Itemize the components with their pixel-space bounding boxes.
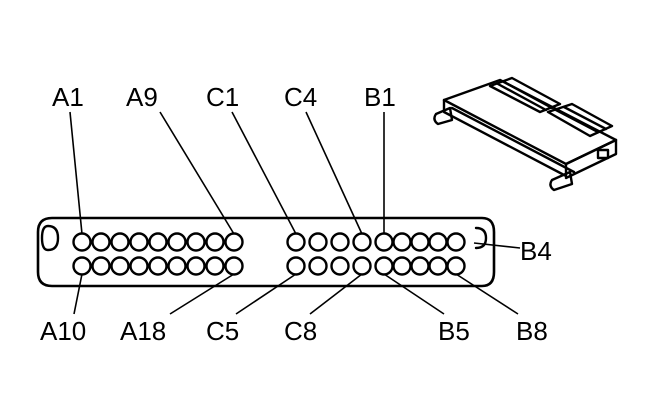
label-b4: B4 bbox=[520, 236, 552, 266]
pin-a-top-8 bbox=[205, 232, 225, 252]
pin-a-bottom-1 bbox=[72, 256, 92, 276]
pin-b-bottom-2 bbox=[392, 256, 412, 276]
iso-rib-2 bbox=[502, 80, 554, 110]
leader-c5 bbox=[235, 273, 297, 315]
connector-right-end bbox=[474, 226, 488, 250]
pin-c-bottom-2 bbox=[308, 256, 328, 276]
leader-a18 bbox=[169, 273, 235, 315]
pin-c-top-3 bbox=[330, 232, 350, 252]
pin-a-top-7 bbox=[186, 232, 206, 252]
label-a18: A18 bbox=[120, 316, 166, 346]
pin-a-top-9 bbox=[224, 232, 244, 252]
iso-rib-4 bbox=[562, 105, 608, 131]
label-a1: A1 bbox=[52, 82, 84, 112]
label-b1: B1 bbox=[364, 82, 396, 112]
pin-a-bottom-5 bbox=[148, 256, 168, 276]
label-c8: C8 bbox=[284, 316, 317, 346]
pin-b-bottom-4 bbox=[428, 256, 448, 276]
label-b8: B8 bbox=[516, 316, 548, 346]
pin-b-top-5 bbox=[446, 232, 466, 252]
connector-body bbox=[36, 216, 496, 288]
pin-b-top-4 bbox=[428, 232, 448, 252]
iso-ridge bbox=[488, 76, 562, 114]
pin-c-top-1 bbox=[286, 232, 306, 252]
pin-row-top bbox=[72, 232, 466, 252]
pin-a-top-4 bbox=[129, 232, 149, 252]
pin-a-top-5 bbox=[148, 232, 168, 252]
label-c4: C4 bbox=[284, 82, 317, 112]
leader-c8 bbox=[309, 273, 363, 315]
pin-c-top-4 bbox=[352, 232, 372, 252]
leader-a1 bbox=[69, 111, 83, 235]
label-b5: B5 bbox=[438, 316, 470, 346]
pin-c-bottom-1 bbox=[286, 256, 306, 276]
leader-c4 bbox=[305, 111, 363, 235]
pin-c-bottom-3 bbox=[330, 256, 350, 276]
pin-a-top-2 bbox=[91, 232, 111, 252]
pin-labels: A1 A9 C1 C4 B1 B4 A10 A18 C5 C8 B5 B8 bbox=[40, 82, 552, 346]
pin-a-bottom-9 bbox=[224, 256, 244, 276]
pin-c-top-2 bbox=[308, 232, 328, 252]
pin-a-top-6 bbox=[167, 232, 187, 252]
iso-edge bbox=[450, 106, 576, 174]
pin-a-bottom-4 bbox=[129, 256, 149, 276]
pin-b-top-3 bbox=[410, 232, 430, 252]
pin-a-bottom-2 bbox=[91, 256, 111, 276]
label-a10: A10 bbox=[40, 316, 86, 346]
pin-a-bottom-6 bbox=[167, 256, 187, 276]
label-c5: C5 bbox=[206, 316, 239, 346]
iso-rib-3 bbox=[554, 108, 600, 134]
connector-isometric-illustration bbox=[433, 76, 618, 192]
leader-a10 bbox=[73, 273, 83, 315]
iso-right-face bbox=[564, 138, 618, 180]
pin-a-bottom-8 bbox=[205, 256, 225, 276]
pin-a-bottom-3 bbox=[110, 256, 130, 276]
connector-face bbox=[36, 216, 496, 288]
pin-a-bottom-7 bbox=[186, 256, 206, 276]
pin-b-top-2 bbox=[392, 232, 412, 252]
pin-a-top-1 bbox=[72, 232, 92, 252]
label-a9: A9 bbox=[126, 82, 158, 112]
leader-b4 bbox=[473, 242, 521, 249]
iso-right-peg bbox=[549, 170, 574, 192]
label-c1: C1 bbox=[206, 82, 239, 112]
pin-c-bottom-4 bbox=[352, 256, 372, 276]
pin-a-top-3 bbox=[110, 232, 130, 252]
iso-front-face bbox=[442, 98, 568, 178]
pin-b-bottom-1 bbox=[374, 256, 394, 276]
connector-left-end bbox=[40, 224, 60, 252]
pin-b-bottom-3 bbox=[410, 256, 430, 276]
leader-a9 bbox=[159, 111, 235, 235]
pin-b-top-1 bbox=[374, 232, 394, 252]
pin-b-bottom-5 bbox=[446, 256, 466, 276]
leader-c1 bbox=[231, 111, 297, 235]
leader-lines bbox=[69, 111, 521, 315]
iso-rib-1 bbox=[496, 82, 548, 112]
iso-ridge-2 bbox=[546, 102, 614, 138]
iso-latch bbox=[596, 148, 610, 160]
iso-left-peg bbox=[433, 106, 454, 126]
leader-b5 bbox=[383, 273, 445, 315]
leader-b8 bbox=[455, 273, 519, 315]
